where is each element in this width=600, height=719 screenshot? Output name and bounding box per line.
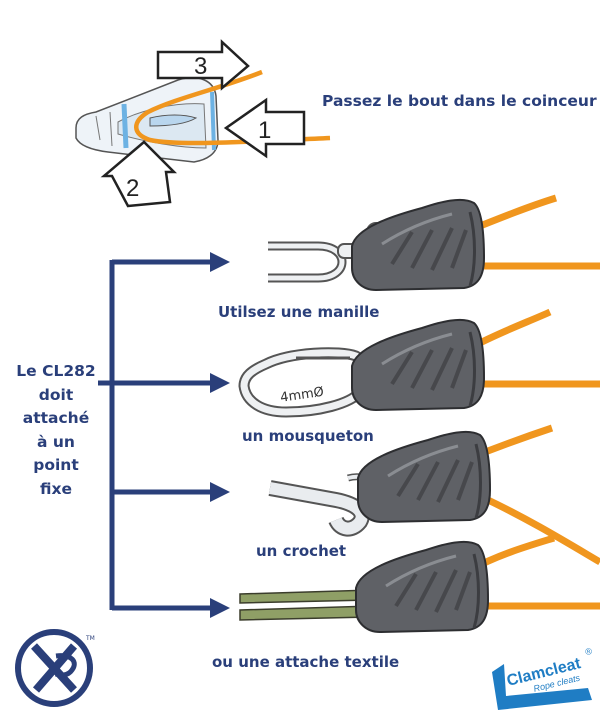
step-2-arrow-icon: 2 [100, 140, 178, 208]
cleat-line [95, 115, 101, 141]
step-3-number: 3 [194, 53, 207, 80]
option-label-mousqueton: un mousqueton [242, 427, 374, 445]
rope [486, 496, 600, 566]
option-carabiner: 4mmØ [238, 308, 600, 418]
arrow-head-icon [210, 482, 230, 502]
cleat-band [121, 103, 129, 149]
carabiner-engraving: 4mmØ [279, 385, 325, 406]
option-label-manille: Utilsez une manille [218, 303, 380, 321]
option-label-textile: ou une attache textile [212, 653, 400, 671]
threading-diagram: 3 1 2 [75, 39, 331, 208]
note-line: fixe [40, 479, 72, 498]
note-line: à un [37, 432, 75, 451]
note-line: Le CL282 [16, 362, 96, 380]
cleat-band [210, 91, 216, 151]
step-1-number: 1 [258, 117, 271, 144]
instruction-text: Passez le bout dans le coinceur [322, 92, 597, 110]
textile-strap-icon [239, 589, 373, 621]
xp-logo: TM [15, 629, 95, 707]
note-line: attaché [22, 409, 90, 427]
step-1-arrow-icon: 1 [223, 97, 306, 159]
rope-top [134, 69, 331, 146]
option-shackle [268, 194, 600, 292]
step-3-arrow-icon: 3 [156, 39, 250, 91]
cleat-line [109, 111, 113, 147]
clamcleat-logo: Clamcleat ® Rope cleats [492, 646, 593, 710]
arrow-head-icon [210, 598, 230, 618]
option-hook [268, 424, 600, 566]
brand-registered: ® [584, 646, 593, 657]
cleat-slot [149, 114, 198, 127]
fixed-point-note: Le CL282 doit attaché à un point fixe [8, 360, 104, 501]
option-label-crochet: un crochet [256, 542, 347, 560]
arrow-head-icon [210, 252, 230, 272]
bracket [98, 259, 212, 611]
brand-swoosh [492, 664, 592, 710]
option-textile [239, 534, 600, 634]
step-2-number: 2 [126, 175, 139, 202]
note-line: doit [38, 385, 74, 404]
note-line: point [33, 456, 79, 474]
carabiner-icon: 4mmØ [238, 347, 372, 418]
xp-tm: TM [85, 635, 95, 642]
arrow-head-icon [210, 373, 230, 393]
